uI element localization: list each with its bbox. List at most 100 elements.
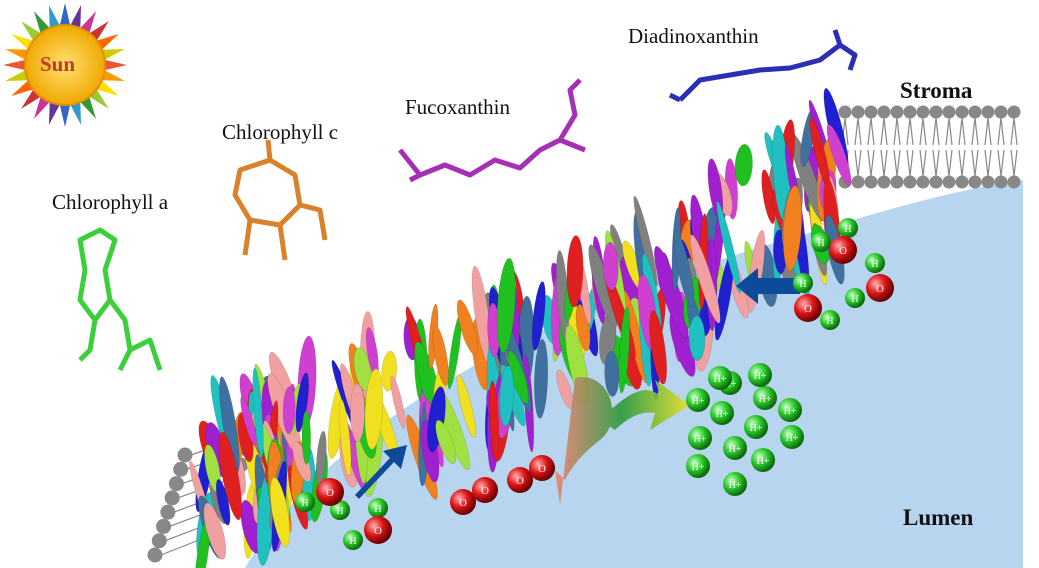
svg-text:H: H [826,316,833,327]
sun-ray [11,80,34,96]
lipid-head [903,175,917,189]
svg-text:H+: H+ [750,423,763,434]
protein-helix [353,347,372,391]
split-arrow [555,377,690,505]
lipid-head [173,461,189,477]
lipid-head [864,175,878,189]
sun-ray [70,5,82,29]
svg-text:O: O [516,475,524,487]
oxygen-atom: O [364,516,392,544]
lipid-head [1007,175,1021,189]
proton: H+ [686,388,710,412]
oxygen-atom: O [507,467,533,493]
svg-text:H: H [301,498,308,509]
protein-helix [826,124,852,186]
oxygen-atom: O [794,294,822,322]
lipid-head [177,447,193,463]
protein-helix [673,230,695,308]
protein-helix [556,369,574,410]
sun-ray [104,59,127,71]
svg-text:H+: H+ [724,379,737,390]
protein-helix [435,419,457,465]
sun-ray [80,96,96,119]
hydrogen-atom: H [865,253,885,273]
lipid-head [164,490,180,506]
sun-ray [11,34,34,50]
protein-helix [338,398,352,476]
svg-text:H+: H+ [692,396,705,407]
svg-text:H: H [871,259,878,270]
lipid-head [1007,105,1021,119]
sun-ray [5,48,29,60]
stroma-membrane [838,105,1021,189]
oxygen-atom: O [450,489,476,515]
lipid-head [929,175,943,189]
svg-text:O: O [804,303,812,315]
protein-helix [203,502,227,560]
svg-text:H+: H+ [784,406,797,417]
svg-text:H: H [799,279,806,290]
lipid-head [981,175,995,189]
lipid-head [942,175,956,189]
lipid-head [994,105,1008,119]
protein-helix [734,143,753,187]
svg-text:O: O [538,463,546,475]
lipid-head [890,105,904,119]
proton: H+ [723,472,747,496]
proton: H+ [780,425,804,449]
svg-text:H+: H+ [729,444,742,455]
hydrogen-atom: H [295,492,315,512]
chlorophyll-c-molecule [232,139,328,261]
svg-text:O: O [839,245,847,257]
protein-helix [420,420,440,483]
protein-helix [390,375,406,429]
lipid-head [851,175,865,189]
lipid-head [916,175,930,189]
svg-text:H+: H+ [714,374,727,385]
oxygen-atom: O [829,236,857,264]
svg-text:H+: H+ [786,433,799,444]
sun-ray [96,80,119,96]
protein-helix [534,339,549,419]
lipid-head [981,105,995,119]
oxygen-atom: O [472,477,498,503]
protein-helix [531,281,546,351]
hydrogen-atom: H [793,273,813,293]
hydrogen-atom: H [845,288,865,308]
svg-text:O: O [374,525,382,537]
lipid-head [955,105,969,119]
protein-helix [649,310,667,385]
lipid-head [851,105,865,119]
sun-ray [34,11,50,34]
diadinoxanthin-molecule [668,29,858,103]
svg-text:H+: H+ [716,409,729,420]
protein-helix [240,396,258,447]
protein-helix [350,383,365,442]
proton: H+ [744,415,768,439]
lipid-head [147,547,163,563]
protein-helix [456,299,478,355]
protein-helix [499,365,515,427]
lipid-head [916,105,930,119]
svg-text:H+: H+ [694,434,707,445]
protein-helix [782,185,803,271]
proton: H+ [753,386,777,410]
svg-text:O: O [459,497,467,509]
diadinoxanthin-label: Diadinoxanthin [628,24,759,48]
protein-helix [432,325,449,386]
protein-helix [618,306,630,394]
proton: H+ [778,398,802,422]
protein-helix [364,368,384,450]
sun-ray [59,104,71,127]
protein-helix [633,195,658,287]
lipid-head [838,105,852,119]
protein-helix [215,479,231,526]
oxygen-atom: O [316,478,344,506]
arrow-stroma-in [736,268,800,304]
protein-helix [295,372,309,433]
sun-ray [70,101,82,125]
lipid-head [955,175,969,189]
protein-helix [456,374,476,438]
